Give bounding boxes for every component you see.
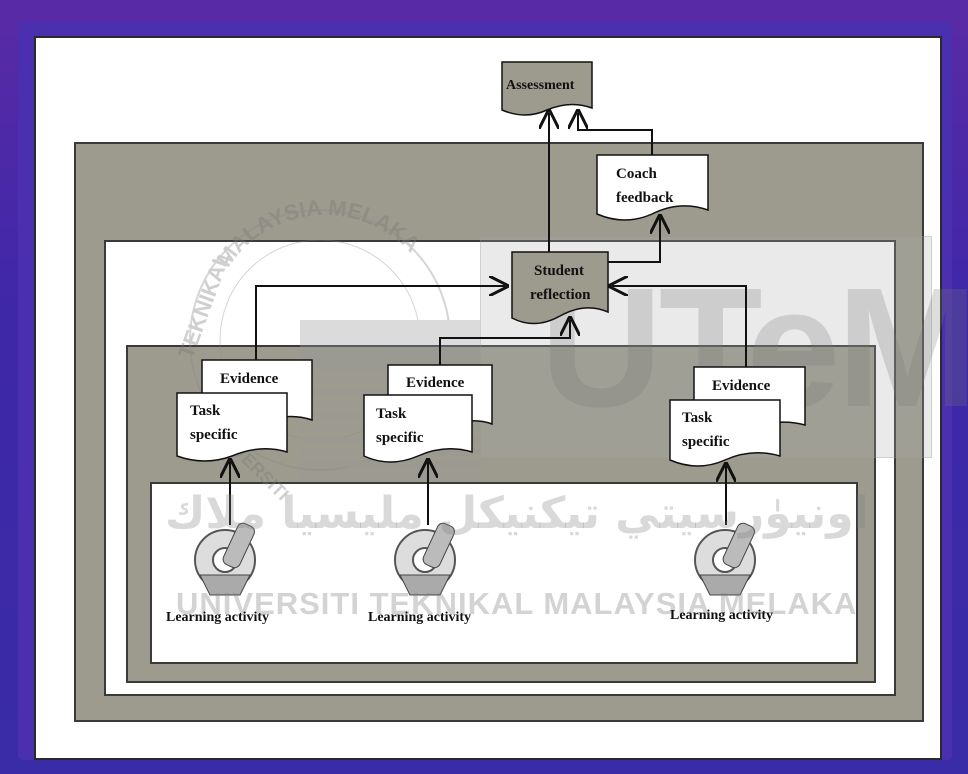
learning-activity-label-1: Learning activity	[166, 610, 269, 626]
seal-text: MALAYSIA MELAKA	[212, 195, 426, 271]
coach-line-2: feedback	[616, 186, 674, 210]
learning-activity-icon-2	[395, 521, 456, 595]
task-line-2: specific	[376, 426, 423, 450]
student-reflection-label: Student reflection	[530, 259, 591, 307]
task-specific-label-1: Task specific	[190, 399, 237, 447]
task-specific-label-2: Task specific	[376, 402, 423, 450]
learning-activity-icon-1	[195, 521, 256, 595]
evidence-label-1: Evidence	[220, 367, 278, 391]
task-line-1: Task	[190, 399, 237, 423]
svg-text:MALAYSIA MELAKA: MALAYSIA MELAKA	[212, 195, 426, 271]
task-specific-label-3: Task specific	[682, 406, 729, 454]
assessment-label: Assessment	[506, 74, 574, 98]
task-line-1: Task	[376, 402, 423, 426]
task-line-1: Task	[682, 406, 729, 430]
reflection-line-1: Student	[530, 259, 591, 283]
evidence-label-2: Evidence	[406, 371, 464, 395]
learning-activity-label-3: Learning activity	[670, 608, 773, 624]
reflection-line-2: reflection	[530, 283, 591, 307]
learning-activity-icon-3	[695, 521, 756, 595]
learning-activity-label-2: Learning activity	[368, 610, 471, 626]
task-line-2: specific	[682, 430, 729, 454]
coach-line-1: Coach	[616, 162, 674, 186]
coach-feedback-label: Coach feedback	[616, 162, 674, 210]
evidence-label-3: Evidence	[712, 374, 770, 398]
seal-left-text: TEKNIKAL	[173, 249, 235, 362]
task-line-2: specific	[190, 423, 237, 447]
